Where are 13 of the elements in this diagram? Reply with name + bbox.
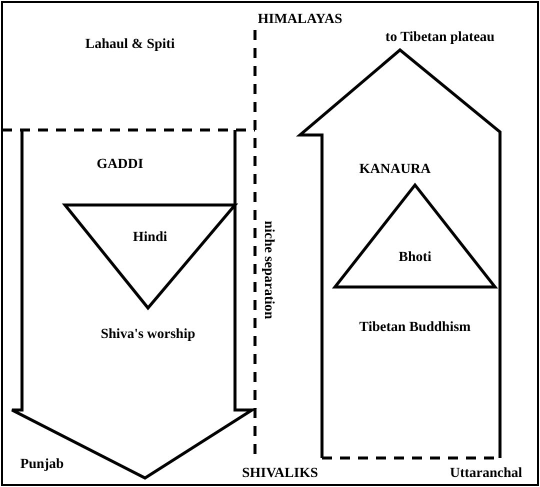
language-label: Hindi [132,230,168,246]
group-name: GADDI [96,157,144,173]
group-name: KANAURA [359,162,431,178]
region-label: Lahaul & Spiti [85,37,175,53]
region-label: HIMALAYAS [258,12,342,28]
direction-label: to Tibetan plateau [385,30,495,46]
religion-label: Shiva's worship [100,327,196,343]
boundary-label: niche separation [260,220,276,320]
religion-label: Tibetan Buddhism [359,320,471,336]
language-label: Bhoti [398,250,432,266]
region-label: SHIVALIKS [242,466,318,482]
region-label: Punjab [20,457,64,473]
region-label: Uttaranchal [450,466,522,482]
